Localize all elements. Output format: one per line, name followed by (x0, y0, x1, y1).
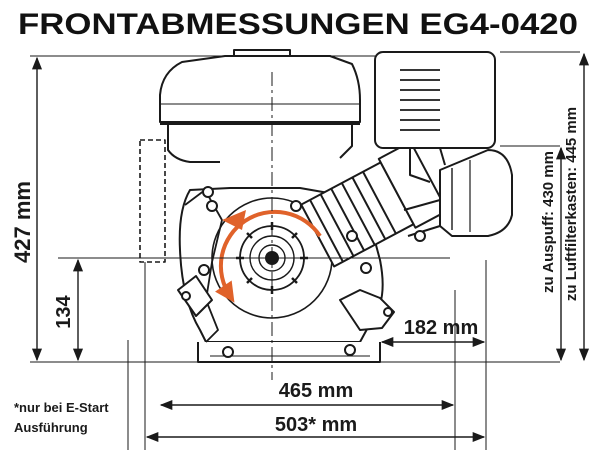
footnote-line-1: *nur bei E-Start (14, 400, 109, 415)
dim-airfilter-height: zu Luftfilterkasten: 445 mm (563, 107, 580, 301)
fuel-tank (159, 55, 361, 123)
page-title: FRONTABMESSUNGEN EG4-0420 (18, 8, 578, 41)
footnote-line-2: Ausführung (14, 420, 88, 435)
dim-height-total: 427 mm (10, 181, 35, 263)
footnote: *nur bei E-Start Ausführung (14, 398, 109, 438)
muffler (439, 149, 513, 237)
dim-exhaust-height: zu Auspuff: 430 mm (540, 151, 557, 293)
rotation-arrow (215, 209, 322, 303)
rotation-arrow-head (222, 210, 246, 230)
engine-outline (139, 49, 513, 363)
dimension-lines (30, 51, 590, 450)
dim-shaft-height: 134 (53, 294, 75, 328)
dim-width-estart: 503* mm (275, 414, 357, 436)
cylinder (300, 140, 449, 268)
dim-width-base: 465 mm (279, 380, 354, 402)
dim-shaft-to-right: 182 mm (404, 317, 479, 339)
estart-outline (139, 139, 166, 263)
